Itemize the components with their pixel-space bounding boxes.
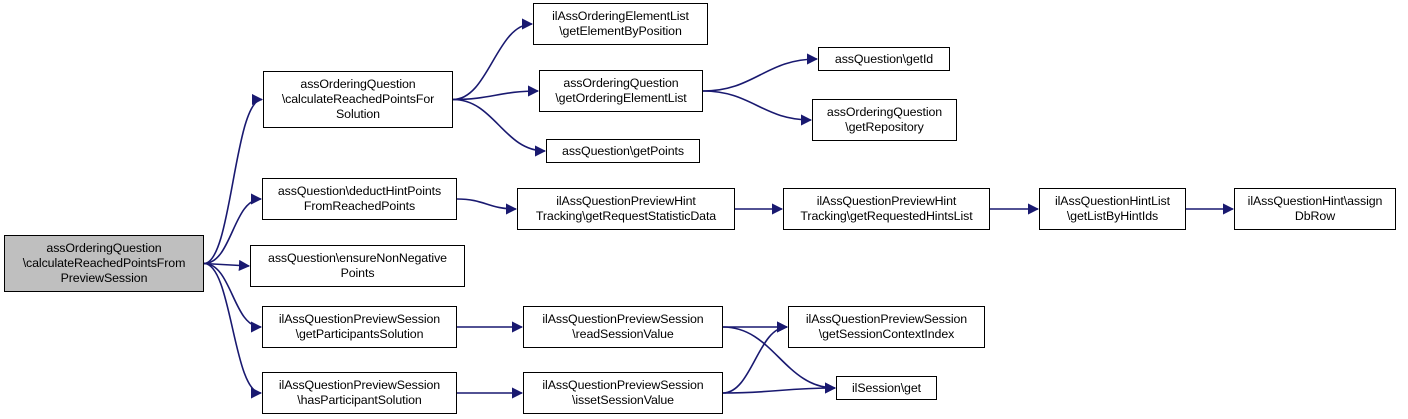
graph-node-label: ilAssQuestionPreviewHint Tracking\getReq… [535, 194, 717, 223]
graph-edge-readSessionValue-to-ilSessionGet [722, 326, 837, 394]
graph-node-assignDbRow[interactable]: ilAssQuestionHint\assign DbRow [1234, 188, 1396, 230]
graph-node-label: ilAssQuestionPreviewSession \hasParticip… [278, 378, 441, 407]
graph-node-label: ilAssQuestionPreviewHint Tracking\getReq… [800, 194, 973, 223]
graph-node-getParticipantsSolution[interactable]: ilAssQuestionPreviewSession \getParticip… [262, 306, 457, 348]
graph-edge-issetSessionValue-to-getSessionContextIndex [722, 321, 789, 394]
graph-edge-getOrderingElementList-to-getId [702, 53, 819, 92]
graph-edge-calcForSolution-to-getPoints [452, 98, 547, 157]
graph-node-label: assOrderingQuestion \calculateReachedPoi… [281, 77, 435, 121]
graph-node-getSessionContextIndex[interactable]: ilAssQuestionPreviewSession \getSessionC… [788, 306, 985, 348]
graph-node-label: ilAssQuestionPreviewSession \getSessionC… [805, 312, 968, 341]
graph-edge-issetSessionValue-to-ilSessionGet [722, 382, 837, 394]
graph-node-label: ilAssQuestionPreviewSession \readSession… [542, 312, 704, 341]
graph-node-label: ilAssQuestionPreviewSession \issetSessio… [542, 378, 704, 407]
graph-node-label: assQuestion\deductHintPoints FromReached… [277, 184, 442, 213]
graph-node-label: assOrderingQuestion \getRepository [826, 105, 943, 134]
graph-node-label: ilAssQuestionHintList \getListByHintIds [1055, 194, 1170, 223]
graph-node-getPoints[interactable]: assQuestion\getPoints [546, 139, 700, 163]
graph-node-getListByHintIds[interactable]: ilAssQuestionHintList \getListByHintIds [1039, 188, 1186, 230]
graph-node-label: assQuestion\getPoints [562, 143, 684, 158]
edges-group [203, 18, 1235, 399]
graph-node-label: assQuestion\getId [834, 51, 934, 66]
graph-node-label: ilSession\get [852, 380, 921, 395]
graph-node-label: ilAssQuestionHint\assign DbRow [1247, 194, 1383, 223]
graph-node-issetSessionValue[interactable]: ilAssQuestionPreviewSession \issetSessio… [523, 372, 723, 414]
graph-node-label: assQuestion\ensureNonNegative Points [268, 251, 447, 280]
graph-edge-calcForSolution-to-getElementByPosition [452, 18, 534, 101]
graph-node-getOrderingElementList[interactable]: assOrderingQuestion \getOrderingElementL… [539, 70, 703, 112]
graph-node-root[interactable]: assOrderingQuestion \calculateReachedPoi… [4, 235, 204, 292]
graph-edge-root-to-getParticipantsSolution [203, 262, 263, 333]
graph-edge-deductHintPoints-to-getRequestStatisticData [456, 198, 518, 215]
graph-edge-getOrderingElementList-to-getRepository [702, 90, 813, 126]
graph-node-getId[interactable]: assQuestion\getId [818, 47, 950, 71]
graph-node-label: assOrderingQuestion \calculateReachedPoi… [22, 241, 186, 285]
graph-node-label: assOrderingQuestion \getOrderingElementL… [555, 76, 687, 105]
graph-node-label: ilAssQuestionPreviewSession \getParticip… [278, 312, 441, 341]
graph-node-readSessionValue[interactable]: ilAssQuestionPreviewSession \readSession… [523, 306, 723, 348]
graph-edge-root-to-ensureNonNegativePoints [203, 259, 251, 272]
graph-node-deductHintPoints[interactable]: assQuestion\deductHintPoints FromReached… [262, 178, 457, 220]
graph-node-hasParticipantSolution[interactable]: ilAssQuestionPreviewSession \hasParticip… [262, 372, 457, 414]
graph-node-ilSessionGet[interactable]: ilSession\get [836, 376, 937, 400]
graph-node-getRepository[interactable]: assOrderingQuestion \getRepository [812, 99, 957, 141]
graph-node-getElementByPosition[interactable]: ilAssOrderingElementList \getElementByPo… [533, 3, 708, 45]
graph-edge-root-to-deductHintPoints [203, 193, 263, 265]
graph-node-label: ilAssOrderingElementList \getElementByPo… [552, 9, 689, 38]
graph-edge-calcForSolution-to-getOrderingElementList [452, 85, 540, 101]
graph-edge-root-to-calcForSolution [203, 93, 264, 265]
graph-edge-root-to-hasParticipantSolution [203, 262, 263, 399]
graph-node-ensureNonNegativePoints[interactable]: assQuestion\ensureNonNegative Points [250, 245, 465, 287]
graph-node-getRequestStatisticData[interactable]: ilAssQuestionPreviewHint Tracking\getReq… [517, 188, 735, 230]
graph-node-getRequestedHintsList[interactable]: ilAssQuestionPreviewHint Tracking\getReq… [783, 188, 990, 230]
graph-node-calcForSolution[interactable]: assOrderingQuestion \calculateReachedPoi… [263, 71, 453, 128]
